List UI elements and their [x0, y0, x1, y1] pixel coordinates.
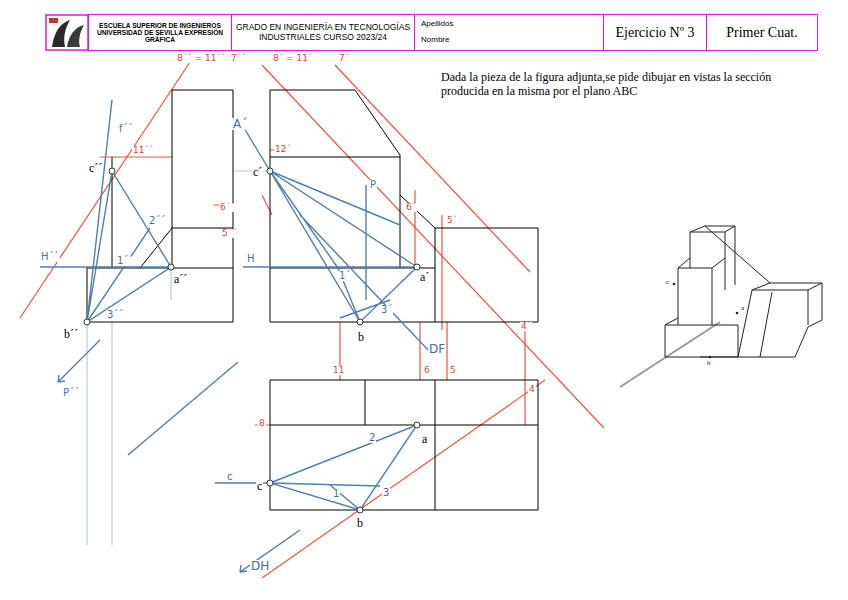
construction-note: 4´: [520, 322, 532, 331]
sketch-shadow: [620, 322, 740, 387]
construction-note: 11: [332, 366, 345, 375]
point-label: b´´: [63, 328, 79, 340]
cell-text: Ejercicio Nº 3: [616, 25, 695, 40]
projection-line: [87, 171, 270, 545]
sketch-point: [673, 283, 676, 286]
construction-note: 8´´ = 11´´: [176, 54, 226, 63]
construction-note: 3´´: [106, 310, 124, 320]
logo-mark: [52, 20, 70, 47]
section-line: [40, 100, 430, 572]
isometric-sketch: [665, 226, 822, 357]
construction-note: 12´: [274, 145, 292, 154]
construction-note: 8: [258, 419, 266, 428]
front-view: [270, 90, 538, 322]
student-cell: ApellidosNombre: [414, 14, 604, 51]
cell-text: Primer Cuat.: [726, 25, 798, 40]
construction-note: f´´: [118, 124, 134, 134]
construction-note: 6´´: [219, 203, 236, 212]
cell-text: Nombre: [421, 36, 449, 45]
logo-mark: [67, 25, 84, 47]
construction-note: A´: [232, 118, 248, 130]
construction-note: c: [226, 472, 234, 482]
point-label: a´´: [173, 273, 188, 285]
instruction-text: Dada la pieza de la figura adjunta,se pi…: [440, 70, 812, 99]
point-marker: [357, 319, 363, 325]
construction-note: 5´: [446, 216, 458, 225]
construction-note: H´´: [40, 252, 60, 262]
construction-note: 3´: [380, 305, 393, 315]
construction-note: DF: [428, 343, 446, 355]
sketch-label: a: [740, 305, 745, 312]
point-label: a: [421, 433, 428, 445]
construction-note: 1´: [338, 271, 351, 281]
point-marker: [414, 264, 420, 270]
point-label: b: [356, 517, 364, 529]
construction-note: 8´ = 11´: [272, 54, 313, 63]
construction-note: 3: [382, 488, 390, 498]
point-label: c: [256, 480, 263, 492]
construction-note: 7´: [338, 54, 350, 63]
construction-note: 1´´: [116, 256, 134, 266]
sketch-points: [673, 283, 739, 359]
sketch-point: [709, 356, 712, 359]
cell-text: GRADO EN INGENIERÍA EN TECNOLOGÍAS INDUS…: [235, 23, 411, 42]
point-marker: [168, 264, 174, 270]
point-marker: [267, 168, 273, 174]
point-marker: [109, 168, 115, 174]
point-marker: [84, 319, 90, 325]
sketch-label: c: [665, 279, 670, 286]
school-cell: ESCUELA SUPERIOR DE INGENIEROS UNIVERSID…: [88, 14, 232, 51]
term-cell: Primer Cuat.: [706, 14, 818, 51]
point-label: c´´: [88, 162, 103, 174]
point-label: a´: [419, 271, 430, 283]
construction-note: DH: [250, 560, 270, 572]
construction-note: 6: [423, 366, 431, 375]
sketch-label: b: [706, 360, 712, 367]
point-label: b: [357, 331, 365, 343]
construction-note: 1: [332, 489, 340, 499]
construction-note: 7´´: [230, 54, 247, 63]
construction-note: P: [369, 180, 377, 190]
construction-note: P´´: [62, 388, 80, 398]
point-marker: [414, 422, 420, 428]
construction-note: 11´´: [132, 146, 154, 155]
construction-note: H: [246, 254, 256, 264]
cell-text: ESCUELA SUPERIOR DE INGENIEROS UNIVERSID…: [92, 22, 228, 44]
construction-note: 6´: [405, 203, 417, 212]
construction-note: 2´´: [148, 216, 166, 226]
construction-note: 5: [449, 366, 457, 375]
construction-note: 5´´: [221, 229, 238, 238]
construction-line: [20, 62, 604, 578]
point-marker: [357, 507, 363, 513]
exercise-cell: Ejercicio Nº 3: [603, 14, 707, 51]
logo-frame: [46, 15, 88, 50]
point-marker: [267, 480, 273, 486]
sketch-point: [736, 312, 739, 315]
construction-note: 2: [368, 433, 376, 443]
construction-note: 4: [528, 385, 536, 394]
point-label: c´: [252, 166, 263, 178]
point-markers: [84, 168, 420, 513]
degree-cell: GRADO EN INGENIERÍA EN TECNOLOGÍAS INDUS…: [231, 14, 415, 51]
cell-text: Apellidos: [421, 20, 453, 29]
logo-mark: [49, 18, 58, 23]
